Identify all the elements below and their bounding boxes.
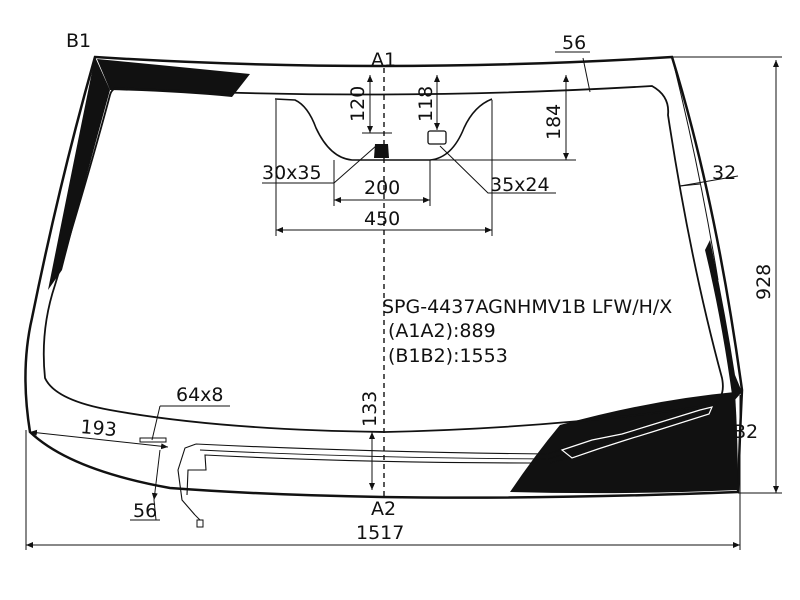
dim-side-band: 32 bbox=[712, 162, 736, 184]
dim-heater-strip: 64x8 bbox=[176, 384, 224, 406]
side-band-line bbox=[671, 56, 719, 281]
heating-wire-white bbox=[560, 406, 714, 459]
dim-sensor-small: 30x35 bbox=[262, 162, 322, 184]
dim-top-band: 56 bbox=[562, 32, 586, 54]
visible-area-outline bbox=[42, 85, 724, 433]
dim-bottom-133: 133 bbox=[359, 391, 381, 427]
dim-width-200: 200 bbox=[364, 177, 400, 199]
dim-depth-118: 118 bbox=[415, 86, 437, 122]
frit-bottom-right bbox=[510, 392, 738, 494]
frit-top-left bbox=[97, 59, 250, 97]
dim-overall-height: 928 bbox=[753, 264, 775, 300]
dim-left-193: 193 bbox=[80, 416, 118, 441]
frit-right bbox=[705, 240, 742, 402]
a1a2-length: (A1A2):889 bbox=[388, 320, 496, 342]
part-code: SPG-4437AGNHMV1B LFW/H/X bbox=[382, 296, 672, 318]
heating-wire-inner bbox=[199, 409, 711, 460]
b1b2-length: (B1B2):1553 bbox=[388, 345, 508, 367]
sensor-area-outline bbox=[274, 98, 493, 161]
dim-sensor-large: 35x24 bbox=[490, 174, 550, 196]
rain-sensor-pad bbox=[374, 144, 389, 158]
light-sensor-pad bbox=[427, 130, 447, 145]
point-b1-label: B1 bbox=[66, 30, 91, 52]
dimension-lines bbox=[25, 51, 782, 550]
dim-overall-width: 1517 bbox=[356, 522, 404, 544]
dim-depth-120: 120 bbox=[347, 86, 369, 122]
heater-strip bbox=[139, 437, 167, 443]
point-a2-label: A2 bbox=[371, 498, 396, 520]
connector-lead bbox=[194, 514, 201, 521]
heating-wire bbox=[177, 400, 719, 516]
connector-terminal bbox=[196, 519, 204, 528]
dim-depth-184: 184 bbox=[543, 104, 565, 140]
dim-width-450: 450 bbox=[364, 208, 400, 230]
dim-bottom-56: 56 bbox=[133, 500, 157, 522]
frit-left bbox=[48, 57, 110, 290]
point-b2-label: B2 bbox=[733, 421, 758, 443]
point-a1-label: A1 bbox=[371, 49, 396, 71]
